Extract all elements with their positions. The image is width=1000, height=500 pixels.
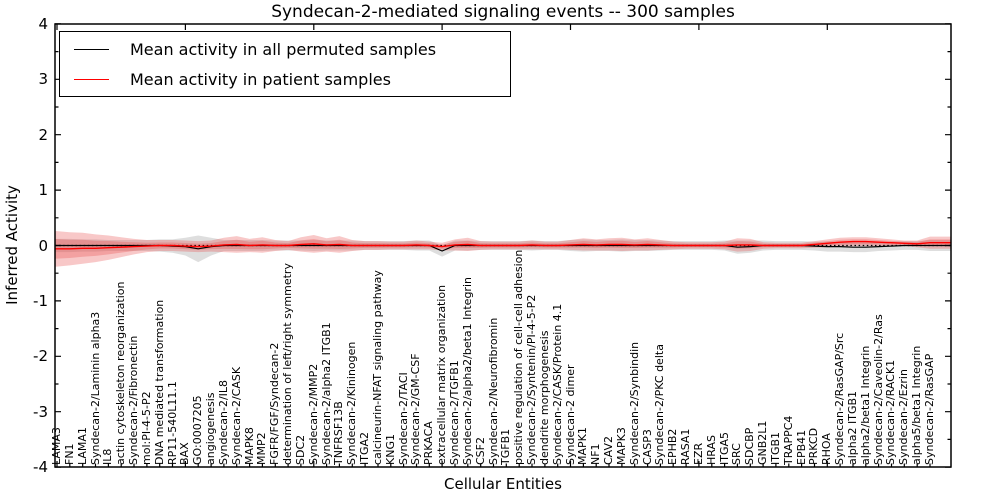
legend-label-patient: Mean activity in patient samples [130,69,391,89]
x-tick-label: Syndecan-2/MMP2 [306,363,320,465]
y-tick-label: -3 [33,402,48,421]
x-tick-label: Syndecan-2/Caveolin-2/Ras [871,314,885,465]
x-tick-label: angiogenesis [204,392,218,466]
x-tick-label: MMP2 [255,432,269,465]
permuted-band [55,235,951,263]
y-tick-label: -1 [33,291,48,310]
x-tick-label: Syndecan-2 dimer [563,364,577,465]
y-tick-label: -4 [33,458,48,477]
x-tick-label: PRKACA [422,421,436,465]
x-tick-label: SDC2 [293,434,307,465]
x-tick-label: GNB2L1 [756,420,770,465]
x-tick-label: Syndecan-2/RasGAP/Src [833,332,847,465]
x-tick-label: mol:PI-4-5-P2 [139,391,153,465]
x-tick-label: FGFR/FGF/Syndecan-2 [268,342,282,465]
y-tick-label: 3 [38,70,48,89]
x-tick-label: RHOA [820,433,834,465]
x-tick-label: IL8 [101,448,115,465]
legend-line-permuted-icon [74,48,109,50]
x-tick-label: SRC [730,443,744,465]
x-tick-label: SDCBP [743,427,757,465]
axis-ticks [55,23,951,468]
x-tick-label: alpha2 ITGB1 [845,390,859,465]
x-tick-label: positive regulation of cell-cell adhesio… [512,249,526,465]
x-tick-label: Syndecan-2/Neurofibromin [486,317,500,465]
x-tick-label: extracellular matrix organization [435,284,449,465]
x-tick-label: DNA mediated transformation [152,299,166,465]
y-tick-label: 4 [38,14,48,33]
patient-band-outer [55,231,951,267]
x-tick-label: NF1 [589,443,603,465]
y-tick-label: 2 [38,125,48,144]
x-tick-label: LAMA3 [50,427,63,465]
x-tick-label: ITGA5 [717,431,731,465]
x-tick-label: TRAPPC4 [781,415,795,465]
legend-line-patient-icon [74,78,109,80]
x-tick-label: PRKCD [807,427,821,465]
patient-mean-line [55,240,951,250]
x-tick-label: TGFB1 [499,428,513,465]
x-tick-label: Syndecan-2/Syntenin/PI-4-5-P2 [525,294,538,465]
x-tick-label: CASP3 [640,429,654,465]
x-tick-label: MAPK3 [614,427,628,465]
chart-title: Syndecan-2-mediated signaling events -- … [271,2,735,22]
x-tick-label: EPB41 [794,429,808,465]
y-tick-label: 0 [38,236,48,255]
x-tick-label: Syndecan-2/TGFB1 [447,360,461,465]
x-tick-label: Syndecan-2/RasGAP [923,353,936,465]
patient-band-inner [55,239,951,259]
x-tick-label: TNFRSF13B [332,401,346,465]
x-tick-label: Syndecan-2/alpha2 ITGB1 [319,322,333,465]
x-tick-label: LAMA1 [75,427,89,465]
legend-label-permuted: Mean activity in all permuted samples [130,39,437,59]
x-tick-label: KNG1 [383,434,397,465]
x-tick-label: actin cytoskeleton reorganization [114,281,128,465]
legend: Mean activity in all permuted samples Me… [59,31,511,97]
x-tick-label: GO:0007205 [191,395,205,465]
x-tick-label: alpha2/beta1 Integrin [858,345,872,465]
x-tick-label: CAV2 [602,435,616,465]
x-tick-label: alpha5/beta1 Integrin [910,345,924,465]
x-tick-label: RP11-540L11.1 [165,381,179,465]
x-tick-label: MAPK1 [576,427,590,465]
x-tick-label: Syndecan-2/Kininogen [345,341,359,465]
x-tick-label: Syndecan-2/GM-CSF [409,353,423,465]
y-tick-label: -2 [33,347,48,366]
x-tick-label: ITGA2 [358,431,372,465]
x-tick-label: Syndecan-2/IL8 [216,379,230,465]
x-tick-label: Syndecan-2/CASK [229,366,243,465]
x-tick-label: dendrite morphogenesis [537,330,551,465]
x-tick-label: EPHB2 [666,428,680,465]
x-tick-label: Syndecan-2/CASK/Protein 4.1 [550,303,564,465]
x-tick-label: CSF2 [473,437,487,465]
x-tick-label: Syndecan-2/alpha2/beta1 Integrin [460,277,474,465]
x-tick-label: BAX [178,442,192,465]
x-tick-label: RASA1 [679,428,693,465]
x-tick-label: Syndecan-2/Ezrin [897,369,911,465]
x-tick-label: ITGB1 [768,431,782,465]
legend-entry-patient: Mean activity in patient samples [60,64,510,94]
x-tick-label: Syndecan-2/PKC delta [653,344,667,465]
x-tick-label: determination of left/right symmetry [281,263,295,465]
x-tick-label: Syndecan-2/Fibronectin [127,335,141,465]
x-tick-label: Syndecan-2/RACK1 [884,359,898,465]
x-tick-label: calcineurin-NFAT signaling pathway [370,270,384,465]
x-tick-label: Syndecan-2/TACI [396,372,410,465]
x-tick-label: HRAS [704,435,718,465]
x-tick-label: MAPK8 [242,427,256,465]
x-tick-label: FN1 [62,443,76,465]
x-axis-label: Cellular Entities [444,475,562,493]
x-tick-label: Syndecan-2/Synbindin [627,341,641,465]
x-tick-label: EZR [691,442,705,465]
x-tick-label: Syndecan-2/Laminin alpha3 [88,311,102,465]
y-tick-label: 1 [38,181,48,200]
legend-entry-permuted: Mean activity in all permuted samples [60,34,510,64]
